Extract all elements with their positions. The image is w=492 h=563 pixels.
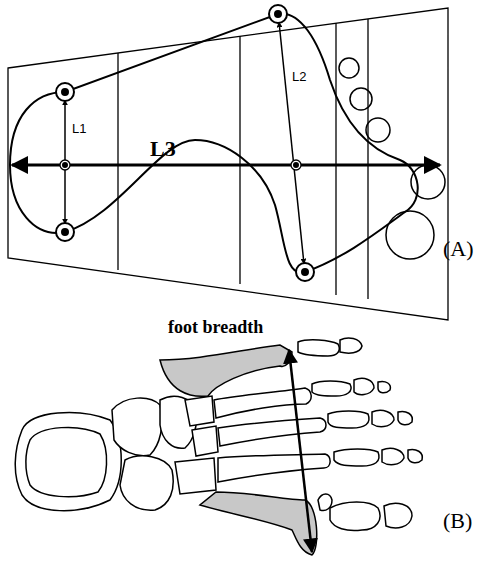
landmark-markers: [56, 5, 314, 281]
foot-bones: [15, 338, 422, 555]
panel-label: (A): [443, 238, 474, 260]
panel-label: (B): [443, 510, 472, 532]
dimension-label: L1: [72, 122, 86, 135]
dimension-label: L3: [150, 138, 176, 160]
measure-lines: [12, 22, 440, 264]
foot-outline: [10, 14, 418, 273]
dimension-label: L2: [292, 70, 306, 83]
toe-prints: [339, 58, 445, 259]
footprint-frame: [8, 8, 448, 320]
foot-breadth-arrow: [289, 350, 312, 552]
measure-label: foot breadth: [168, 318, 263, 336]
